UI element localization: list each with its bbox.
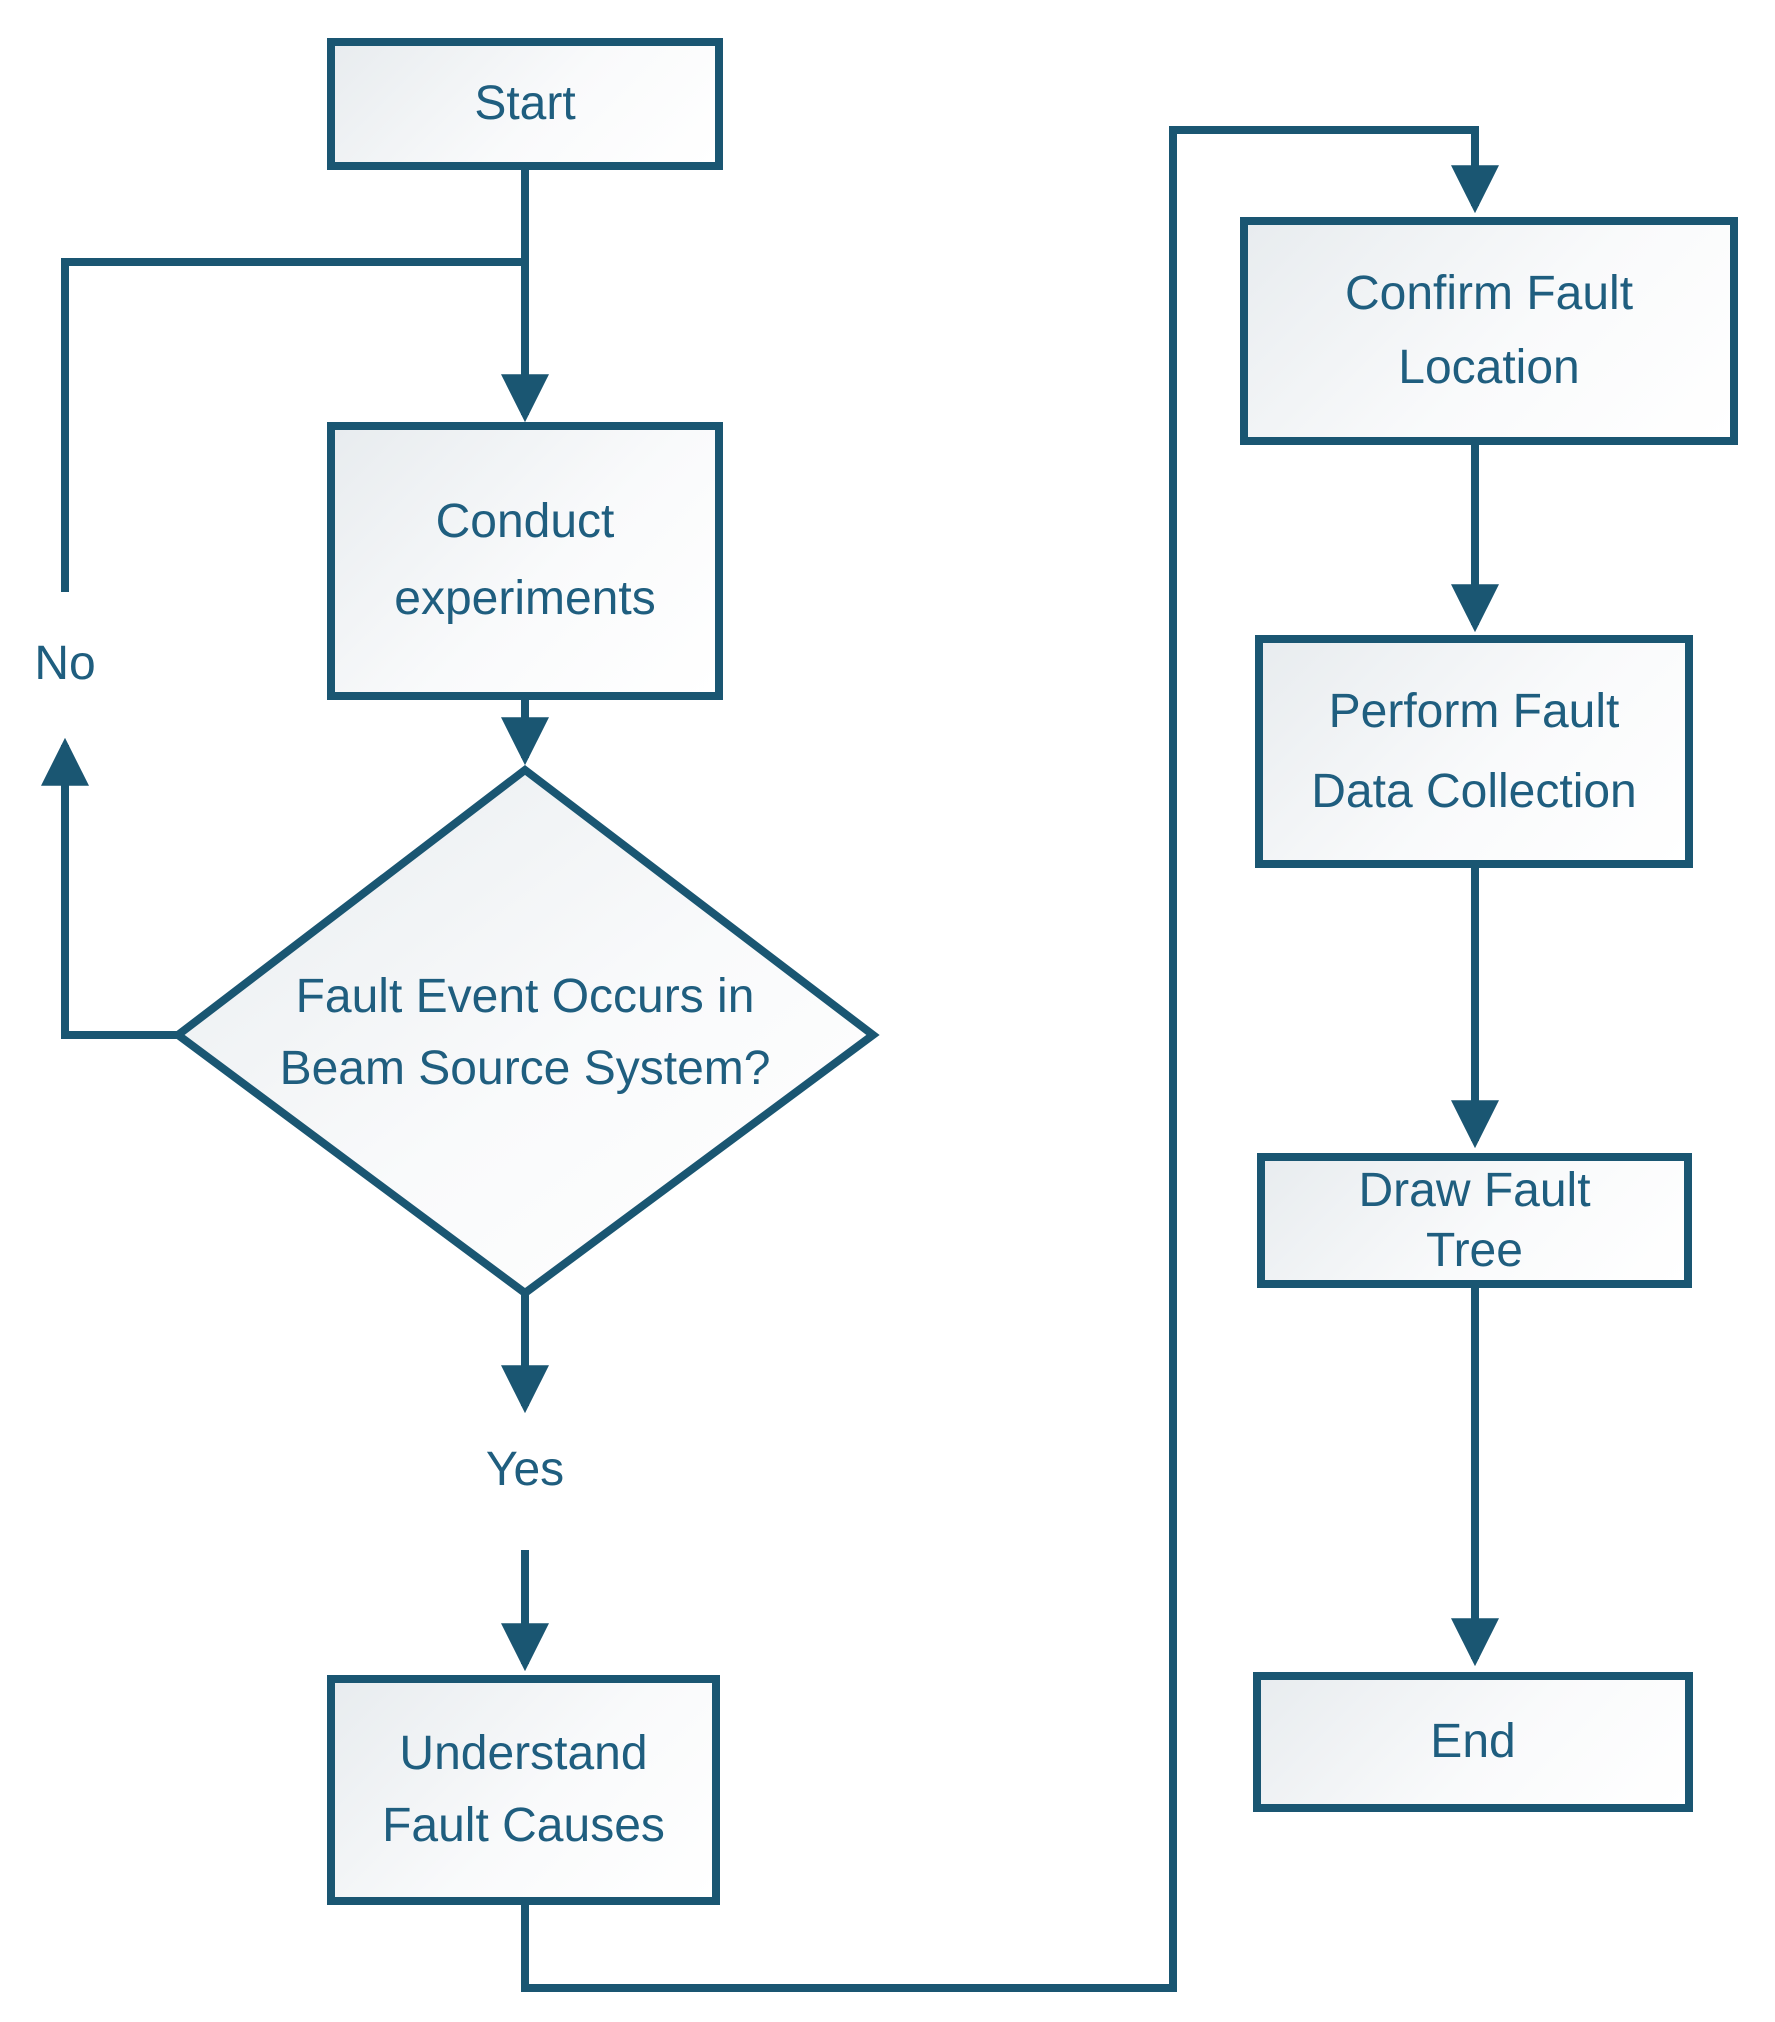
decision-label: Fault Event Occurs in Beam Source System… <box>279 969 771 1095</box>
node-end: End <box>1253 1672 1693 1812</box>
edge-label-no: No <box>34 636 96 690</box>
node-start: Start <box>327 38 723 170</box>
node-perform-fault-data-collection: Perform Fault Data Collection <box>1255 635 1693 868</box>
node-conduct-experiments: Conduct experiments <box>327 422 723 700</box>
node-draw-fault-tree: Draw Fault Tree <box>1257 1153 1692 1288</box>
connector-no-branch-up-arrow <box>41 737 182 1039</box>
node-confirm-fault-location: Confirm Fault Location <box>1240 217 1738 445</box>
connector-understand-to-confirm <box>521 126 1499 1992</box>
node-understand-fault-causes: Understand Fault Causes <box>327 1675 720 1905</box>
connector-no-branch-return <box>61 258 523 592</box>
edge-label-yes: Yes <box>485 1442 565 1496</box>
